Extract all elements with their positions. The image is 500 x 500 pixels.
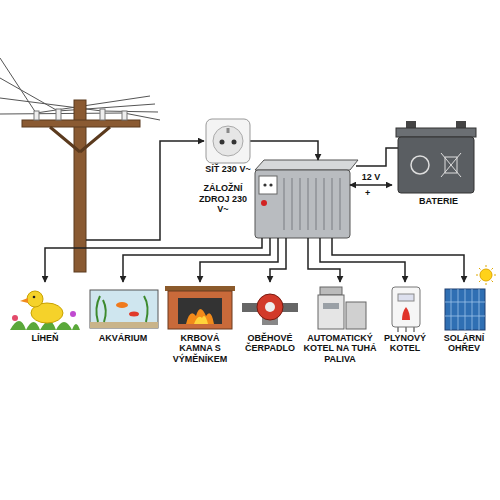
boiler-display xyxy=(398,294,414,301)
fish xyxy=(116,302,128,308)
solar-picture xyxy=(445,265,496,330)
node-label: AKVÁRIUM xyxy=(85,333,161,343)
fish xyxy=(129,312,139,317)
boiler-unit xyxy=(346,302,366,329)
battery-lid xyxy=(396,128,476,137)
fuel-hopper xyxy=(320,287,342,295)
grid-socket: SÍŤ 230 V~ xyxy=(193,118,263,174)
duckling-head xyxy=(27,291,43,307)
node-label: PLYNOVÝ KOTEL xyxy=(379,333,431,354)
socket-pin xyxy=(227,128,230,133)
node-label: KRBOVÁ KAMNA S VÝMĚNÍKEM xyxy=(163,333,237,364)
node-label: AUTOMATICKÝ KOTEL NA TUHÁ PALIVA xyxy=(303,333,377,364)
inverter-socket xyxy=(259,176,277,194)
boiler-case xyxy=(392,287,420,327)
inverter-body xyxy=(255,160,358,238)
socket-hole xyxy=(232,140,237,145)
aquarium: AKVÁRIUM xyxy=(85,282,161,343)
insulator xyxy=(100,109,105,120)
node-label: SÍŤ 230 V~ xyxy=(193,164,263,174)
inverter-front xyxy=(255,170,350,238)
node-label: ZÁLOŽNÍ ZDROJ 230 V~ xyxy=(195,183,251,214)
connector xyxy=(45,238,262,282)
flame xyxy=(194,316,208,324)
supply-wire xyxy=(250,140,263,142)
solar-heating: SOLÁRNÍ OHŘEV xyxy=(433,282,495,354)
hatchery-picture xyxy=(10,291,80,330)
node-label: LÍHEŇ xyxy=(8,333,82,343)
socket-hole xyxy=(263,183,266,186)
connector xyxy=(350,184,392,186)
water-plant xyxy=(96,296,147,322)
gas-boiler-picture xyxy=(392,287,420,332)
tank xyxy=(90,290,158,328)
boiler-body xyxy=(318,295,344,329)
backup-inverter: ZÁLOŽNÍ ZDROJ 230 V~ xyxy=(195,160,350,238)
wall-socket xyxy=(206,119,250,163)
connector xyxy=(263,141,318,160)
solid-fuel-boiler: AUTOMATICKÝ KOTEL NA TUHÁ PALIVA xyxy=(303,282,377,364)
sun xyxy=(480,269,492,281)
battery-picture xyxy=(396,121,476,193)
socket-plate xyxy=(206,119,250,163)
fireplace-stove: KRBOVÁ KAMNA S VÝMĚNÍKEM xyxy=(163,282,237,364)
circulation-pump: OBĚHOVÉ ČERPADLO xyxy=(239,282,301,354)
socket-hole xyxy=(220,140,225,145)
connector xyxy=(200,238,278,282)
pole-crossarm xyxy=(22,120,140,127)
gravel xyxy=(90,322,158,328)
insulator xyxy=(122,111,127,120)
recycle-symbol xyxy=(411,156,429,174)
pump-cap xyxy=(265,302,275,312)
flower xyxy=(70,311,76,317)
polarity-sign: + xyxy=(364,189,371,199)
hatchery: LÍHEŇ xyxy=(8,282,82,343)
aquarium-picture xyxy=(90,290,158,328)
battery: BATERIE xyxy=(392,118,485,206)
node-label: SOLÁRNÍ OHŘEV xyxy=(433,333,495,354)
firebox xyxy=(178,298,222,324)
fireplace-picture xyxy=(165,286,235,329)
node-label: BATERIE xyxy=(392,196,485,206)
pole-brace xyxy=(50,127,110,152)
pump-housing xyxy=(257,294,283,320)
pump-picture xyxy=(242,294,298,325)
gas-flame xyxy=(402,307,410,320)
connector xyxy=(123,238,270,282)
duckling-eye xyxy=(33,296,36,299)
inverter-top xyxy=(255,160,358,170)
connector xyxy=(308,238,340,282)
duckling-beak xyxy=(20,298,28,303)
connector xyxy=(270,238,286,282)
solar-panel xyxy=(445,289,485,330)
node-label: OBĚHOVÉ ČERPADLO xyxy=(239,333,301,354)
insulator xyxy=(34,111,39,120)
edge-label: 12 V xyxy=(361,173,382,183)
supply-wire xyxy=(86,141,204,240)
insulator xyxy=(56,109,61,120)
battery-case xyxy=(398,137,474,193)
bin-cross xyxy=(441,153,461,177)
flower xyxy=(12,315,18,321)
control-panel xyxy=(323,303,339,309)
socket-hole xyxy=(269,183,272,186)
solid-fuel-boiler-picture xyxy=(318,287,366,329)
flame xyxy=(186,309,214,324)
mantel xyxy=(165,286,235,291)
pipe xyxy=(242,303,298,312)
socket-face xyxy=(213,126,243,156)
sun-rays xyxy=(476,265,496,285)
connector xyxy=(332,238,464,282)
stove-frame xyxy=(168,291,232,329)
gas-boiler: PLYNOVÝ KOTEL xyxy=(379,282,431,354)
battery-wire xyxy=(356,148,398,166)
panel-grid xyxy=(445,289,485,330)
cooling-fins xyxy=(284,178,340,230)
indicator-led xyxy=(261,200,267,206)
boiler-pipes xyxy=(398,327,414,332)
